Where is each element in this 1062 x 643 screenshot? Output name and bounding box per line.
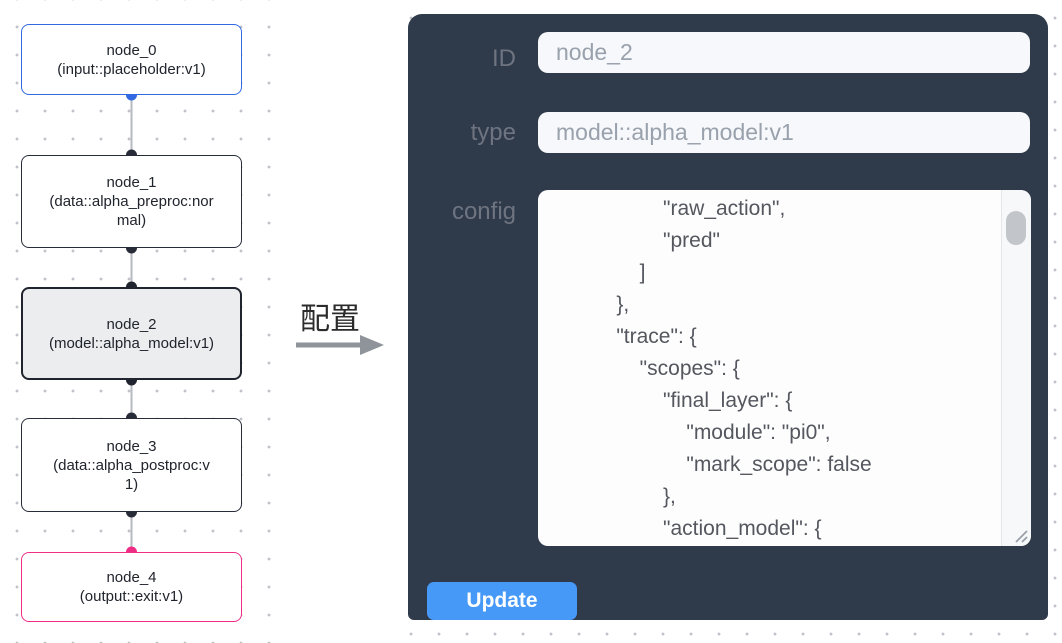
config-json-text[interactable]: "raw_action", "pred" ] }, "trace": { "sc… [616, 197, 872, 540]
type-field-label: type [470, 119, 516, 146]
node-name: node_4 [106, 569, 157, 586]
config-scrollbar-thumb[interactable] [1006, 211, 1026, 245]
id-field-label: ID [492, 45, 516, 72]
node-type: (data::alpha_postproc:v1) [53, 456, 210, 493]
node-name: node_1 [106, 174, 157, 191]
node-type: (output::exit:v1) [79, 588, 184, 605]
resize-grip-icon[interactable] [1013, 528, 1029, 544]
type-input[interactable] [538, 112, 1030, 153]
update-button[interactable]: Update [427, 582, 577, 620]
id-input[interactable] [538, 32, 1030, 73]
config-scrollbar-track[interactable] [1001, 190, 1031, 546]
flow-node-node_2-selected[interactable]: node_2 (model::alpha_model:v1) [21, 287, 242, 380]
config-textarea[interactable]: "raw_action", "pred" ] }, "trace": { "sc… [538, 190, 1031, 546]
flow-canvas: node_0 (input::placeholder:v1) node_1 (d… [0, 0, 272, 643]
arrow-right-icon [296, 335, 384, 355]
flow-node-node_0[interactable]: node_0 (input::placeholder:v1) [21, 24, 242, 95]
node-type: (input::placeholder:v1) [57, 60, 206, 78]
node-name: node_0 [106, 41, 157, 59]
flow-node-node_1[interactable]: node_1 (data::alpha_preproc:normal) [21, 155, 242, 248]
config-panel: ID type config "raw_action", "pred" ] },… [408, 14, 1048, 620]
flow-node-node_4[interactable]: node_4 (output::exit:v1) [21, 552, 242, 622]
node-name: node_2 [106, 315, 157, 333]
node-type: (model::alpha_model:v1) [48, 334, 215, 352]
config-field-label: config [451, 198, 516, 225]
node-name: node_3 [106, 437, 157, 455]
node-type: (data::alpha_preproc:normal) [49, 193, 214, 229]
transition-label: 配置 [300, 303, 360, 336]
flow-node-node_3[interactable]: node_3 (data::alpha_postproc:v1) [21, 418, 242, 512]
